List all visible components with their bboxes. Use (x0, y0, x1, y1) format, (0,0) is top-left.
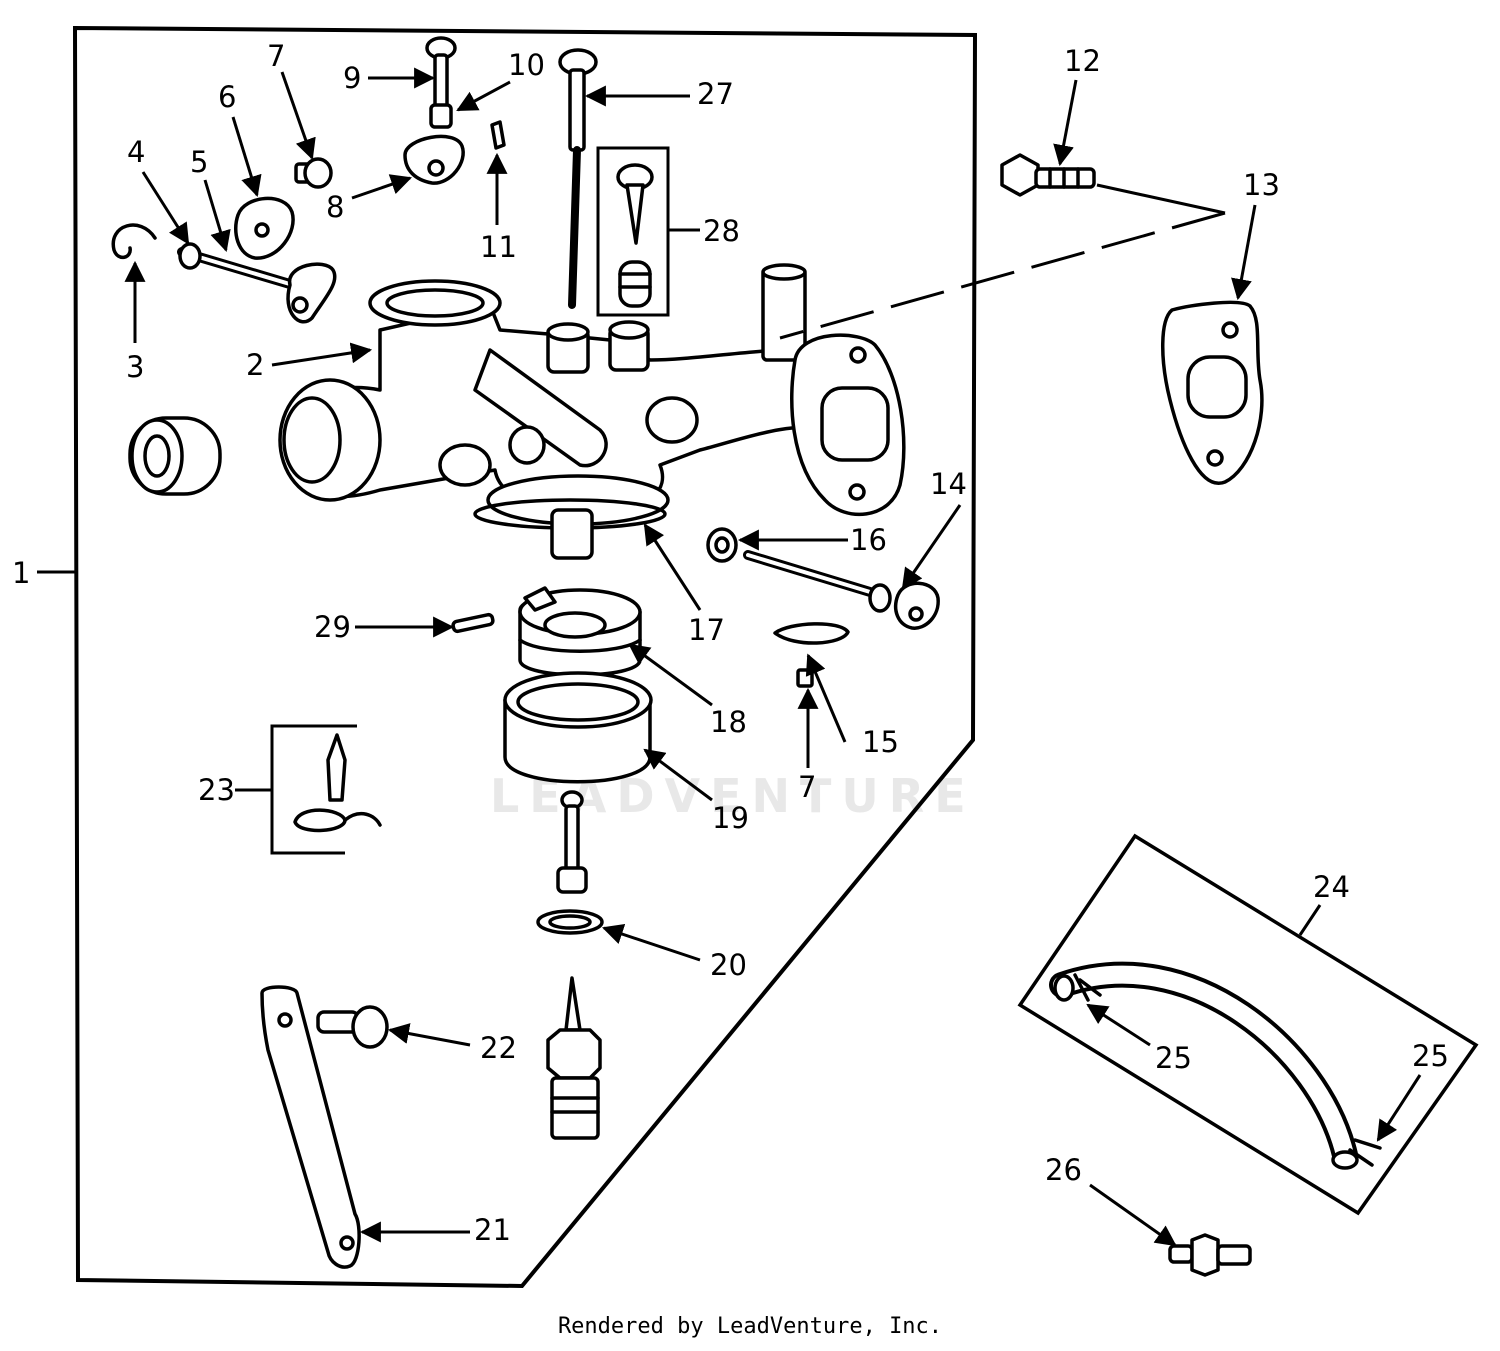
callout-7-lower: 7 (798, 770, 816, 804)
callout-4: 4 (127, 135, 145, 169)
footer-credit: Rendered by LeadVenture, Inc. (557, 1314, 943, 1339)
callout-26: 26 (1045, 1153, 1082, 1187)
kit-28-bracket (596, 146, 670, 317)
pin-29-part (451, 612, 495, 634)
callout-21: 21 (474, 1213, 511, 1247)
callout-2: 2 (246, 348, 264, 382)
callout-1: 1 (12, 556, 30, 590)
callout-10: 10 (508, 48, 545, 82)
callout-13: 13 (1243, 168, 1280, 202)
callout-12: 12 (1064, 44, 1101, 78)
callout-18: 18 (710, 705, 747, 739)
fuel-line-part (1049, 961, 1382, 1170)
screw-part (294, 157, 333, 189)
callout-5: 5 (190, 145, 208, 179)
carburetor-body-part (278, 263, 906, 560)
fuel-line-kit-box (1017, 833, 1479, 1216)
callout-14: 14 (930, 467, 967, 501)
float-bowl-part (503, 671, 653, 784)
screw-part-lower (796, 668, 814, 688)
callout-11: 11 (480, 230, 517, 264)
mixture-needle-part (558, 48, 598, 309)
needle-spring-part (616, 163, 654, 308)
pin-part (490, 120, 506, 150)
bowl-nut-part (546, 976, 602, 1140)
washer-part (536, 909, 604, 935)
bushing-part (128, 416, 222, 496)
bolt-part (1000, 153, 1096, 197)
main-jet-part (556, 790, 588, 894)
gasket-part (1161, 300, 1264, 485)
clip-part (111, 223, 157, 260)
fuel-fitting-part (1168, 1233, 1252, 1277)
throttle-shaft-part (706, 527, 940, 630)
fitting-part (316, 1005, 389, 1049)
mounting-dashed-line (779, 211, 1226, 340)
callout-23: 23 (198, 773, 235, 807)
inlet-needle-part (293, 733, 382, 833)
callout-6: 6 (218, 80, 236, 114)
assembly-frame (72, 25, 978, 1289)
leader-lines (37, 67, 1422, 1247)
callout-3: 3 (126, 350, 144, 384)
callout-15: 15 (862, 725, 899, 759)
bracket-part (260, 985, 361, 1269)
callout-29: 29 (314, 610, 351, 644)
throttle-plate-part (773, 622, 850, 645)
callout-24: 24 (1313, 870, 1350, 904)
callout-17: 17 (688, 613, 725, 647)
choke-plate-part (233, 196, 295, 260)
choke-shaft-part (177, 242, 337, 324)
callout-28: 28 (703, 214, 740, 248)
callout-9: 9 (343, 61, 361, 95)
throttle-lever-part (403, 36, 465, 185)
callout-22: 22 (480, 1031, 517, 1065)
callout-numbers: 1 2 3 4 5 6 7 8 9 10 11 12 13 14 15 16 1… (12, 39, 1449, 1247)
float-part (518, 586, 642, 677)
callout-25-right: 25 (1412, 1039, 1449, 1073)
callout-19: 19 (712, 801, 749, 835)
callout-16: 16 (850, 523, 887, 557)
callout-27: 27 (697, 77, 734, 111)
callout-20: 20 (710, 948, 747, 982)
callout-7-top: 7 (267, 39, 285, 73)
callout-8: 8 (326, 190, 344, 224)
callout-25-left: 25 (1155, 1041, 1192, 1075)
